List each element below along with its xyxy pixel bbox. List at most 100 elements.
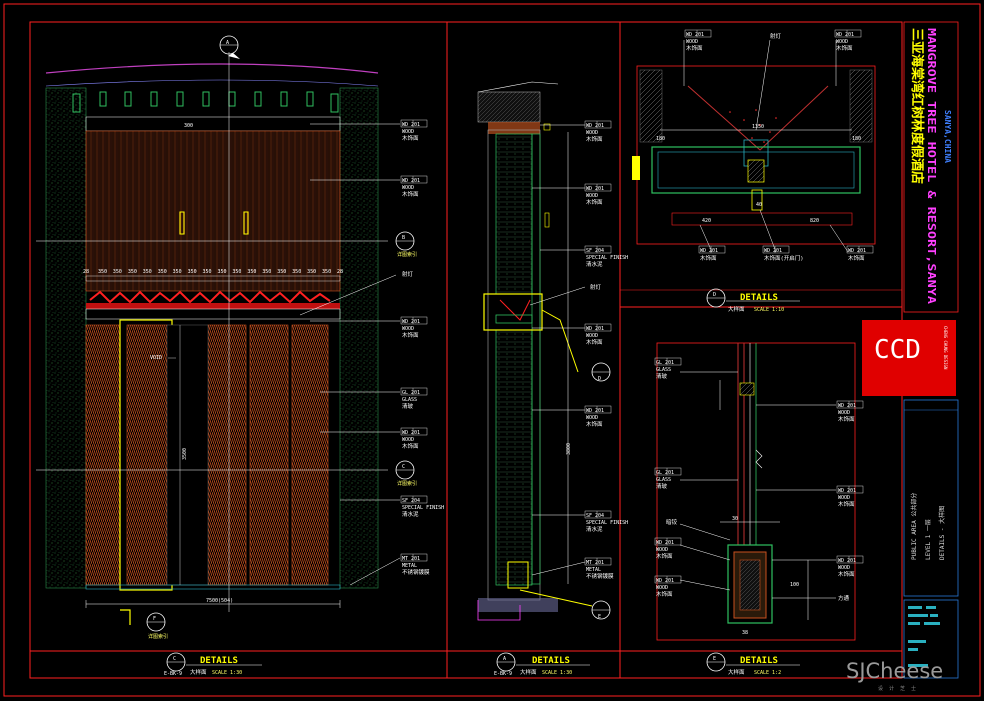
logo-text: CCD — [874, 335, 921, 365]
c-ann-en: WOOD — [402, 129, 414, 135]
c-tick-label: 28 — [337, 269, 343, 275]
svg-text:详图索引: 详图索引 — [397, 480, 417, 487]
dim-a-height: 3800 — [566, 443, 572, 455]
sheet-frame — [3, 3, 981, 697]
dim-d-bot-left: 420 — [702, 218, 711, 224]
c-tick-label: 350 — [232, 269, 241, 275]
title-level: LEVEL 1 一层 — [925, 519, 932, 560]
dim-d-right: 180 — [852, 136, 861, 142]
c-ann-cn: 木饰面 — [402, 331, 419, 339]
dim-d-top: 1350 — [752, 124, 764, 130]
section-marker-d-mid: D — [591, 362, 611, 382]
e-ann-right-en: WOOD — [838, 495, 850, 501]
d-ann-top-cn: 木饰面 — [836, 44, 853, 52]
d-ann-bot-cn: 木饰面 — [848, 254, 865, 262]
a-ann-en: SPECIAL FINISH — [586, 520, 628, 526]
svg-text:SCALE 1:30: SCALE 1:30 — [542, 670, 572, 676]
c-tick-label: 350 — [307, 269, 316, 275]
e-ann-right-cn: 方通 — [838, 594, 850, 602]
svg-text:DETAILS: DETAILS — [200, 656, 238, 666]
title-block-stamps — [908, 606, 940, 667]
a-ann-cn: 清水泥 — [586, 260, 603, 268]
d-ann-top-cn: 射灯 — [770, 32, 782, 40]
c-ann-code: GL 201 — [402, 390, 420, 396]
e-ann-right-cn: 木饰面 — [838, 570, 855, 578]
svg-text:F: F — [153, 616, 156, 622]
svg-text:SCALE 1:10: SCALE 1:10 — [754, 307, 784, 313]
d-ann-top-code: WD 201 — [686, 32, 704, 38]
d-light-scatter — [729, 109, 777, 143]
e-ann-left-cn: 木饰面 — [656, 590, 673, 598]
a-ann-en: METAL — [586, 567, 601, 573]
a-ann-code: WD 201 — [586, 326, 604, 332]
c-ann-code: WD 201 — [402, 319, 420, 325]
svg-text:B: B — [402, 235, 405, 241]
a-ann-cn: 木饰面 — [586, 135, 603, 143]
c-ann-en: SPECIAL FINISH — [402, 505, 444, 511]
e-ann-right-en: WOOD — [838, 410, 850, 416]
e-ann-left-code: WD 201 — [656, 578, 674, 584]
svg-text:大样面: 大样面 — [190, 668, 207, 676]
e-ann-right-code: WD 201 — [838, 403, 856, 409]
e-ann-left-en: GLASS — [656, 477, 671, 483]
c-tick-label: 350 — [292, 269, 301, 275]
e-ann-left-code: GL 201 — [656, 470, 674, 476]
a-ann-en: WOOD — [586, 333, 598, 339]
a-ann-en: WOOD — [586, 193, 598, 199]
e-ann-right-cn: 木饰面 — [838, 500, 855, 508]
title-sheet: DETAILS - 大样图 — [938, 506, 946, 560]
svg-text:详图索引: 详图索引 — [148, 633, 168, 640]
a-ann-en: WOOD — [586, 130, 598, 136]
e-ann-left-cn: 清玻 — [656, 372, 668, 380]
c-ann-code: WD 201 — [402, 178, 420, 184]
e-leaders — [679, 371, 836, 599]
svg-text:C: C — [402, 464, 405, 470]
c-tick-label: 350 — [217, 269, 226, 275]
dim-d-bot-right: 820 — [810, 218, 819, 224]
e-ann-left-code: GL 201 — [656, 360, 674, 366]
c-ann-en: WOOD — [402, 185, 414, 191]
dim-c-height: 3500 — [182, 448, 188, 460]
c-tick-label: 350 — [128, 269, 137, 275]
section-marker-f: F 详图索引 — [120, 609, 168, 640]
a-ann-cn: 清水泥 — [586, 525, 603, 533]
c-ann-code: SF 204 — [402, 498, 420, 504]
svg-text:大样面: 大样面 — [520, 668, 537, 676]
cornice-blocks — [72, 91, 339, 113]
d-ann-top-code: WD 201 — [836, 32, 854, 38]
title-block: 三亚海棠湾红树林度假酒店 MANGROVE TREE HOTEL & RESOR… — [862, 21, 959, 679]
dim-c-width: 7500(504) — [206, 598, 233, 604]
a-ann-cn: 不锈钢镀膜 — [586, 572, 614, 580]
c-tick-label: 350 — [322, 269, 331, 275]
c-ann-cn: 木饰面 — [402, 442, 419, 450]
section-marker-e-bottom: E — [519, 589, 611, 620]
c-tick-label: 350 — [277, 269, 286, 275]
c-ann-cn: 射灯 — [402, 270, 414, 278]
hotel-name-en: MANGROVE TREE HOTEL & RESORT,SANYA — [925, 28, 938, 304]
c-tick-label: 350 — [158, 269, 167, 275]
view-title-a: A E-BK-9 DETAILS 大样面 SCALE 1:30 — [494, 652, 590, 677]
e-ann-right-en: WOOD — [838, 565, 850, 571]
a-leaders — [529, 124, 586, 576]
e-ann-left-en: GLASS — [656, 367, 671, 373]
c-ann-cn: 不锈钢镀膜 — [402, 568, 430, 576]
a-ann-en: SPECIAL FINISH — [586, 255, 628, 261]
d-ann-bot-code: WD 201 — [848, 248, 866, 254]
view-title-d: D DETAILS 大样面 SCALE 1:10 — [706, 288, 800, 313]
d-ann-top-cn: 木饰面 — [686, 44, 703, 52]
e-ann-left-code: WD 201 — [656, 540, 674, 546]
hotel-name-en-sub: SANYA,CHINA — [943, 110, 952, 163]
a-ann-cn: 射灯 — [590, 283, 602, 291]
c-ann-cn: 清玻 — [402, 402, 414, 410]
c-tick-label: 28 — [83, 269, 89, 275]
d-ann-bot-cn: 木饰面 — [700, 254, 717, 262]
watermark-main: SJCheese — [846, 659, 943, 683]
c-tick-label: 350 — [247, 269, 256, 275]
svg-text:SCALE 1:2: SCALE 1:2 — [754, 670, 781, 676]
c-ann-en: WOOD — [402, 326, 414, 332]
